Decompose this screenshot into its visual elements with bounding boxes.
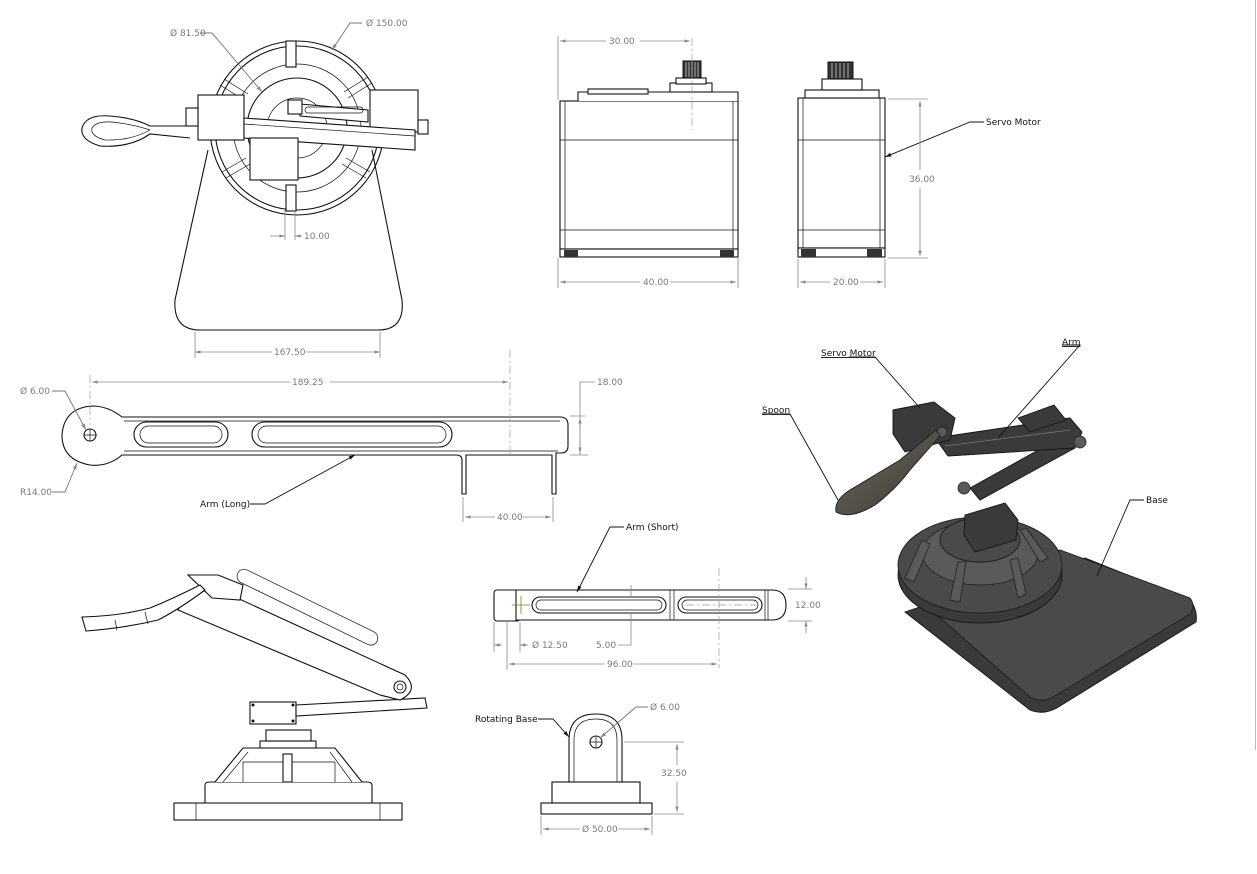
base-plate-outline xyxy=(174,149,403,331)
dim-servo-depth: 20.00 xyxy=(833,278,859,288)
dim-inner-diameter: Ø 81.50 xyxy=(170,28,206,39)
dim-arm-long-height: 18.00 xyxy=(597,378,623,388)
dim-arm-long-hole: Ø 6.00 xyxy=(20,386,50,397)
rotating-base-hub xyxy=(551,781,641,804)
side-base-plate xyxy=(173,802,403,821)
side-servo xyxy=(249,701,297,725)
dim-arm-short-slot: 5.00 xyxy=(596,641,616,651)
rotating-base-plate xyxy=(540,802,653,815)
servo-side-view: Servo Motor 36.00 20.00 xyxy=(797,61,1041,288)
arm-long-outline xyxy=(61,405,569,495)
servo-front-dimensions: 30.00 40.00 xyxy=(557,36,739,288)
dim-slot-width: 10.00 xyxy=(304,232,330,242)
label-iso-arm: Arm xyxy=(1062,338,1080,348)
arm-long-view: 189.25 Ø 6.00 R14.00 18.00 40.00 Arm (Lo… xyxy=(20,350,623,523)
label-iso-spoon: Spoon xyxy=(762,406,790,416)
label-arm-long: Arm (Long) xyxy=(200,500,250,510)
dim-arm-long-length: 189.25 xyxy=(292,378,324,388)
dim-arm-short-height: 12.00 xyxy=(795,601,821,611)
ribs xyxy=(219,40,373,212)
arm-short-dimensions: Ø 12.50 5.00 96.00 12.00 xyxy=(493,577,821,670)
label-iso-servo: Servo Motor xyxy=(821,349,876,359)
servo-left xyxy=(197,94,245,141)
label-arm-short: Arm (Short) xyxy=(626,523,679,533)
top-view-dimensions: Ø 81.50 Ø 150.00 10.00 167.50 xyxy=(170,18,408,358)
dim-servo-width: 40.00 xyxy=(643,278,669,288)
top-view: Ø 81.50 Ø 150.00 10.00 167.50 xyxy=(81,18,429,358)
dim-arm-short-boss: Ø 12.50 xyxy=(532,640,568,651)
iso-servo xyxy=(892,401,956,453)
dim-servo-height: 36.00 xyxy=(909,175,935,185)
dim-outer-diameter: Ø 150.00 xyxy=(366,18,408,29)
arm-short-view: Arm (Short) Ø 12.50 5.00 96.00 12.00 xyxy=(493,523,821,670)
servo-center xyxy=(249,137,299,181)
dim-arm-long-radius: R14.00 xyxy=(20,488,52,498)
arm-long-dimensions: 189.25 Ø 6.00 R14.00 18.00 40.00 xyxy=(20,378,623,523)
side-view-assembly xyxy=(81,568,428,821)
dim-rotating-base-height: 32.50 xyxy=(661,769,687,779)
servo-front-view: 30.00 40.00 xyxy=(557,36,739,288)
side-arm-long xyxy=(177,589,412,701)
servo-side-dimensions: 36.00 20.00 xyxy=(797,98,935,288)
side-spoon xyxy=(81,584,206,632)
arm-top xyxy=(243,117,416,151)
dim-arm-short-length: 96.00 xyxy=(607,660,633,670)
label-iso-base: Base xyxy=(1146,496,1168,506)
iso-spoon xyxy=(835,429,941,516)
dim-rotating-base-diameter: Ø 50.00 xyxy=(582,824,618,835)
dim-shaft-offset: 30.00 xyxy=(609,37,635,47)
servo-right xyxy=(369,89,419,133)
label-servo-motor: Servo Motor xyxy=(986,118,1041,128)
rotating-base-view: Rotating Base Ø 6.00 32.50 Ø 50.00 xyxy=(475,702,687,835)
servo-body-front xyxy=(559,100,739,250)
spoon-top xyxy=(81,115,191,147)
sheet-border xyxy=(1255,0,1256,750)
dim-rotating-base-hole: Ø 6.00 xyxy=(650,702,680,713)
isometric-view: Servo Motor Arm Spoon Base xyxy=(762,338,1197,713)
dim-base-width: 167.50 xyxy=(274,348,306,358)
dim-arm-long-legs: 40.00 xyxy=(497,513,523,523)
servo-body-side xyxy=(797,97,886,249)
label-rotating-base: Rotating Base xyxy=(475,715,538,725)
rotating-base-dimensions: Ø 6.00 32.50 Ø 50.00 xyxy=(540,702,687,835)
